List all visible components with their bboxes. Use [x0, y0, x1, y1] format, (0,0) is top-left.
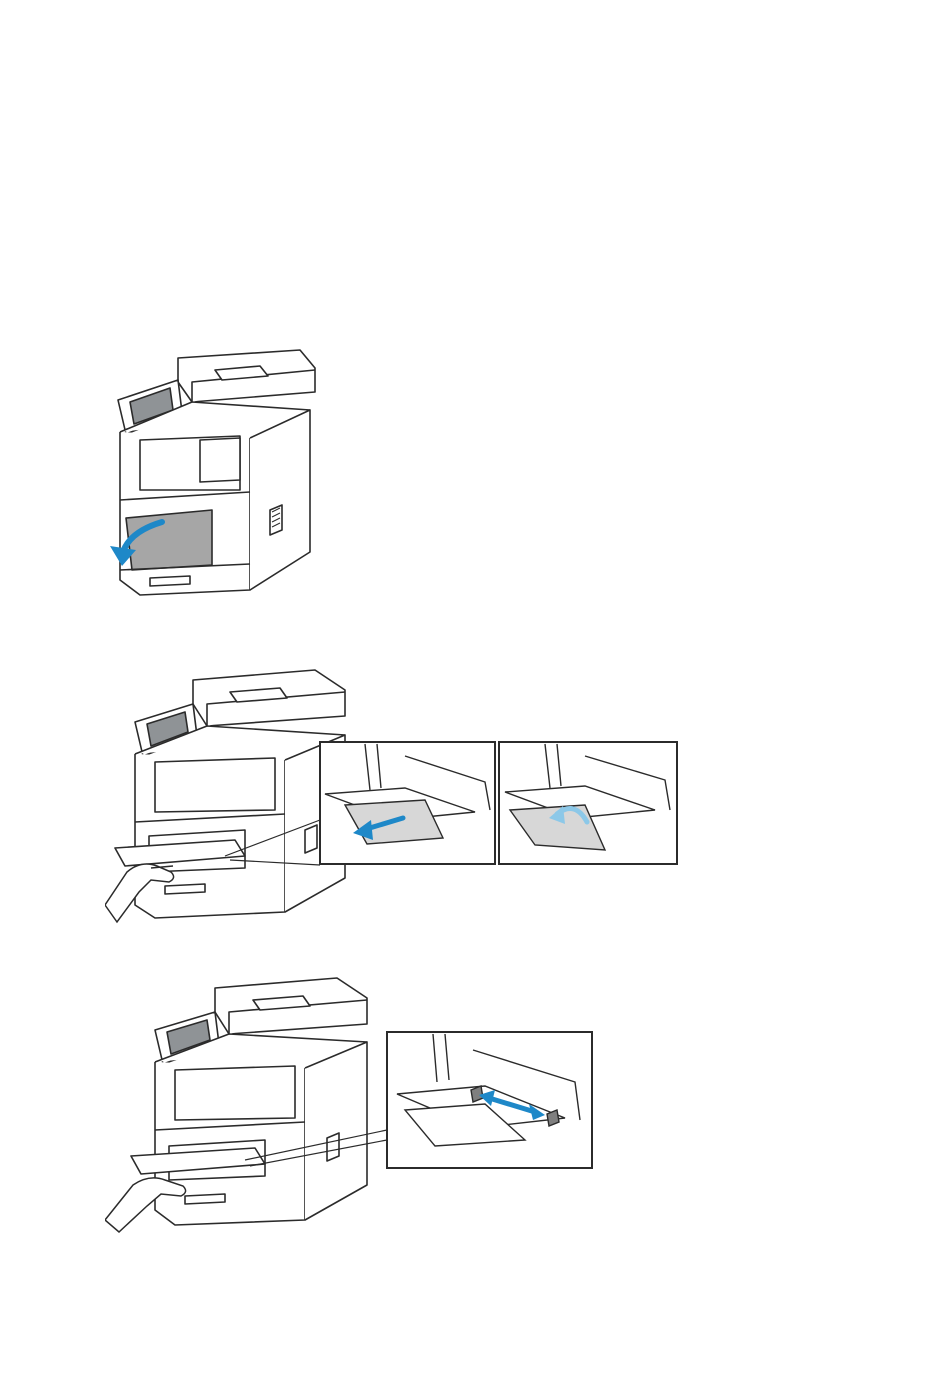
figure-open-bypass-tray [100, 340, 330, 605]
inset-pull-extension [320, 742, 495, 864]
inset-flip-extension [499, 742, 677, 864]
figure-adjust-guides [105, 970, 595, 1235]
printer-icon [100, 340, 330, 605]
figure-pull-extension [105, 660, 685, 925]
inset-adjust-guides [387, 1032, 592, 1168]
